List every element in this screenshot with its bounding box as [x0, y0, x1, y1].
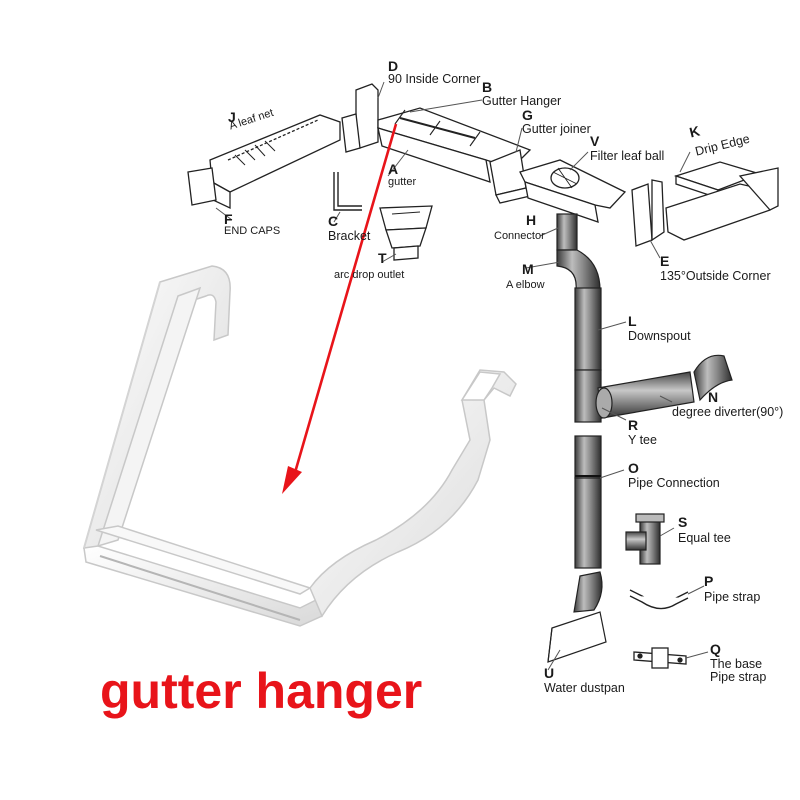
leaf-net-gutter [187, 114, 341, 210]
part-code-e: E [660, 253, 670, 269]
part-name-p: Pipe strap [704, 590, 761, 604]
part-name-l: Downspout [628, 329, 691, 343]
pipe-strap [629, 589, 689, 610]
part-name-n: degree diverter(90°) [672, 405, 784, 419]
part-name-q: The base Pipe strap [710, 657, 767, 685]
part-name-g: Gutter joiner [522, 122, 591, 136]
part-code-n: N [708, 389, 719, 405]
part-name-t: arc drop outlet [334, 269, 405, 281]
part-name-v: Filter leaf ball [590, 149, 665, 163]
part-code-g: G [522, 107, 533, 123]
drop-outlet [379, 205, 433, 261]
part-name-m: A elbow [506, 279, 545, 291]
part-code-o: O [628, 460, 639, 476]
water-dustpan [547, 571, 607, 663]
part-name-c: Bracket [328, 229, 371, 243]
caption-title: gutter hanger [100, 663, 423, 719]
part-name-s: Equal tee [678, 531, 731, 545]
equal-tee [625, 513, 665, 565]
part-code-t: T [378, 250, 387, 266]
leader-lines [215, 81, 709, 671]
part-name-b: Gutter Hanger [482, 94, 562, 108]
part-code-c: C [328, 213, 339, 229]
part-name-e: 135°Outside Corner [660, 269, 771, 283]
part-name-r: Y tee [628, 433, 657, 447]
gutter-hanger-closeup [83, 265, 517, 627]
downspout-column [556, 213, 602, 569]
part-code-m: M [522, 261, 534, 277]
bracket [333, 172, 362, 211]
part-name-d: 90 Inside Corner [388, 72, 481, 86]
part-code-a: A [388, 161, 399, 177]
filter-gutter [519, 159, 627, 223]
inside-corner [341, 83, 379, 153]
part-code-j: J [228, 109, 236, 125]
base-pipe-strap [633, 647, 687, 669]
part-name-f: END CAPS [224, 225, 281, 237]
part-code-u: U [544, 665, 555, 681]
part-code-d: D [388, 58, 399, 74]
part-code-s: S [678, 514, 688, 530]
part-code-p: P [704, 573, 714, 589]
part-code-q: Q [710, 641, 721, 657]
main-gutter [377, 107, 532, 183]
drip-edge-gutter [665, 161, 779, 241]
part-code-r: R [628, 417, 639, 433]
part-name-a: gutter [388, 176, 417, 188]
outside-corner [631, 179, 665, 247]
part-name-o: Pipe Connection [628, 476, 720, 490]
diverter [595, 354, 733, 419]
part-code-h: H [526, 212, 537, 228]
part-code-v: V [590, 133, 600, 149]
part-code-b: B [482, 79, 493, 95]
part-code-l: L [628, 313, 637, 329]
part-code-f: F [224, 211, 233, 227]
red-arrow [282, 123, 398, 494]
part-name-u: Water dustpan [544, 681, 625, 695]
part-name-h: Connector [494, 230, 545, 242]
